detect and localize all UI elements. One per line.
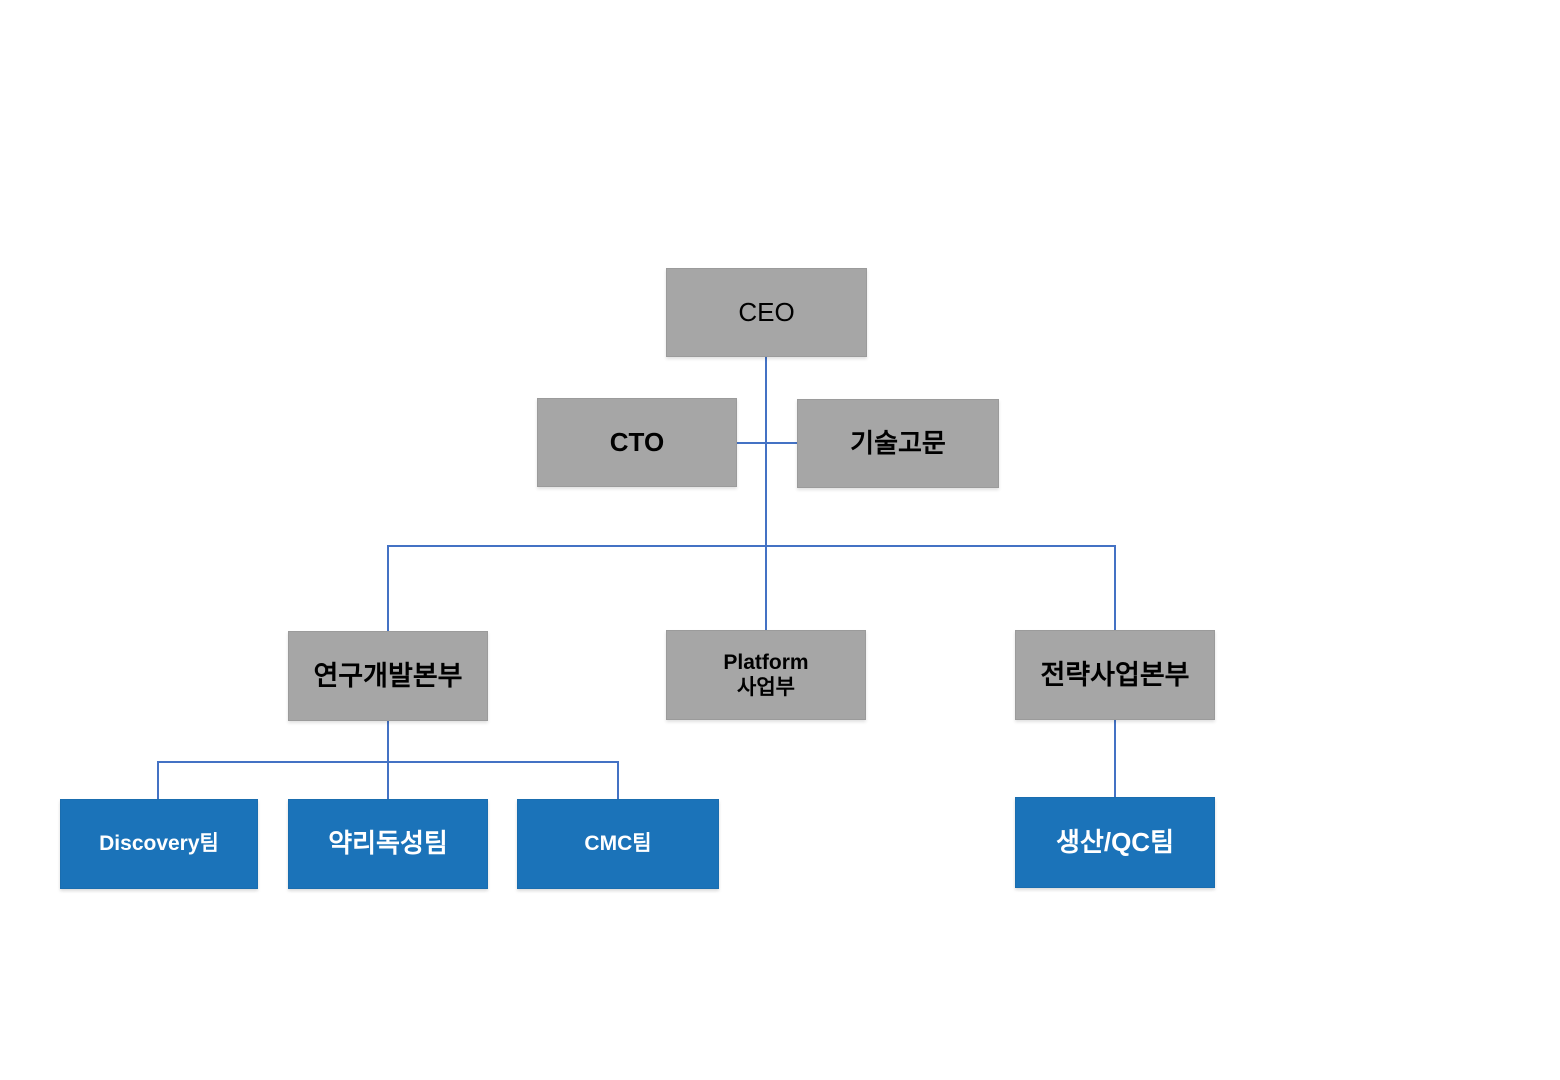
node-ceo-label: CEO	[738, 296, 795, 327]
node-discovery-team-label: Discovery팀	[99, 832, 219, 856]
node-rnd-division-label: 연구개발본부	[313, 660, 463, 691]
node-tech-advisor-label: 기술고문	[850, 427, 946, 458]
connector-cto-advisor-horizontal	[737, 442, 797, 444]
connector-teams-horizontal	[157, 761, 619, 763]
node-cto-label: CTO	[609, 426, 665, 457]
connector-discovery-drop	[157, 761, 159, 799]
node-discovery-team: Discovery팀	[60, 799, 258, 889]
connector-production-drop	[1114, 720, 1116, 797]
connector-strategy-drop	[1114, 545, 1116, 630]
node-platform-division-line2: 사업부	[737, 676, 795, 699]
node-cto: CTO	[537, 398, 737, 487]
connector-ceo-vertical	[765, 357, 767, 630]
connector-cmc-drop	[617, 761, 619, 799]
node-strategy-division: 전략사업본부	[1015, 630, 1215, 720]
node-ceo: CEO	[666, 268, 867, 357]
node-production-qc-team: 생산/QC팀	[1015, 797, 1215, 888]
node-rnd-division: 연구개발본부	[288, 631, 488, 721]
node-cmc-team: CMC팀	[517, 799, 719, 889]
connector-rnd-down	[387, 721, 389, 799]
connector-rnd-drop	[387, 545, 389, 632]
node-pharmtox-team-label: 약리독성팀	[328, 828, 448, 859]
node-platform-division: Platform 사업부	[666, 630, 866, 720]
connector-divisions-horizontal	[388, 545, 1116, 547]
node-strategy-division-label: 전략사업본부	[1040, 659, 1190, 690]
node-platform-division-line1: Platform	[723, 650, 809, 674]
node-production-qc-team-label: 생산/QC팀	[1056, 826, 1174, 857]
node-cmc-team-label: CMC팀	[584, 832, 652, 856]
node-pharmtox-team: 약리독성팀	[288, 799, 488, 889]
node-tech-advisor: 기술고문	[797, 399, 999, 488]
